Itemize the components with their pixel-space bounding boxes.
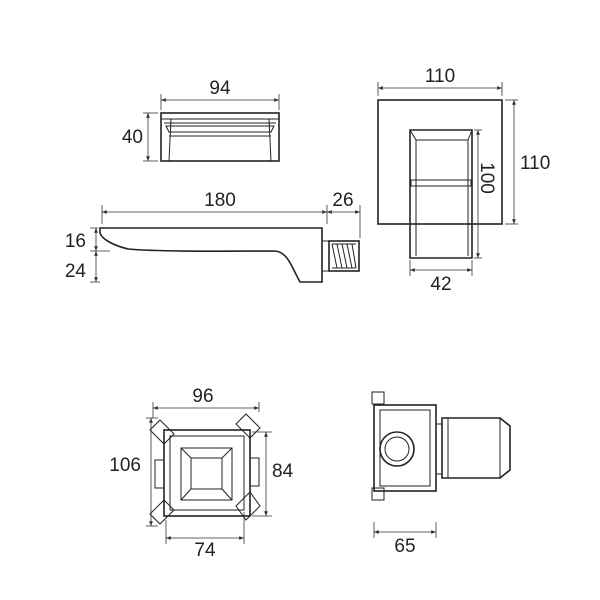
dim-spout-length: 180 26: [101, 190, 361, 238]
dim-body-height: 106: [109, 417, 158, 527]
dim-body-width: 96: [152, 386, 260, 418]
dim-label-96: 96: [192, 386, 213, 407]
dim-label-24: 24: [65, 261, 87, 282]
handle-plate-view: [377, 99, 503, 259]
spout-side-view: [99, 227, 360, 283]
body-side-view: [371, 391, 511, 501]
dim-label-94: 94: [209, 78, 231, 99]
dim-label-100: 100: [476, 162, 497, 194]
dim-label-74: 74: [194, 540, 216, 561]
dim-label-110-height: 110: [520, 153, 550, 174]
dim-label-42: 42: [430, 274, 451, 295]
spout-top-view: [160, 112, 280, 162]
dim-plate-width: 110: [377, 66, 503, 96]
dim-body-depth: 65: [373, 522, 437, 557]
dim-label-180: 180: [204, 190, 236, 211]
dim-label-106: 106: [109, 455, 141, 476]
dim-body-inner-height: 84: [252, 431, 294, 517]
dim-body-inner-width: 74: [165, 512, 245, 561]
dim-plate-height: 110: [505, 99, 550, 225]
dim-label-26: 26: [332, 190, 353, 211]
dim-label-84: 84: [272, 461, 294, 482]
dim-label-16: 16: [65, 231, 86, 252]
body-front-view: [149, 413, 261, 525]
dim-label-110-width: 110: [425, 66, 455, 87]
dim-label-40: 40: [122, 127, 143, 148]
dim-handle-height: 100: [474, 129, 497, 259]
dim-spout-height: 40: [122, 112, 158, 162]
dim-spout-width: 94: [160, 78, 280, 110]
dim-label-65: 65: [394, 536, 415, 557]
dim-spout-vertical: 16 24: [65, 227, 110, 283]
dim-handle-width: 42: [409, 260, 473, 295]
